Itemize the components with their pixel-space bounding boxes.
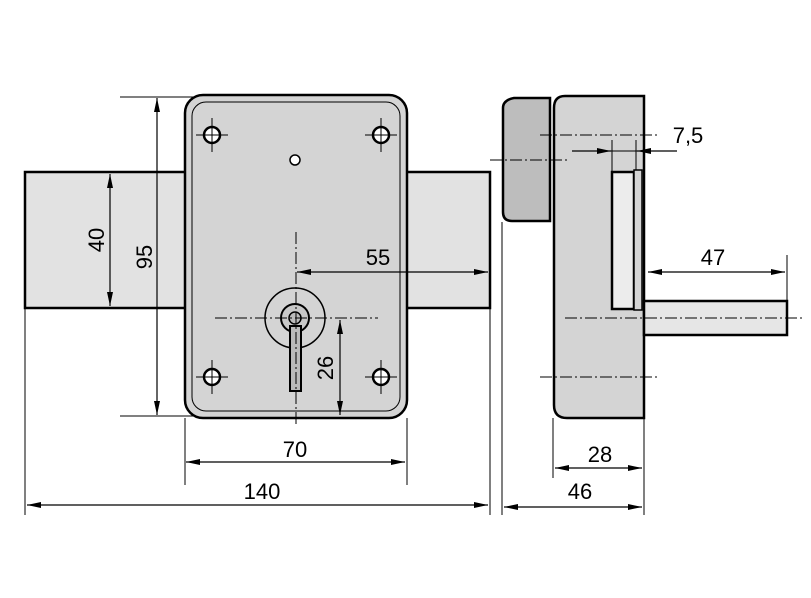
dim-47: 47 <box>701 245 725 270</box>
bolt-side <box>610 170 636 311</box>
dim-140: 140 <box>244 479 281 504</box>
dim-26: 26 <box>313 356 338 380</box>
dim-55: 55 <box>366 245 390 270</box>
dim-40: 40 <box>84 228 109 252</box>
strike-plate <box>633 169 643 311</box>
dim-7-5: 7,5 <box>673 123 704 148</box>
dim-95: 95 <box>132 245 157 269</box>
small-hole <box>289 154 301 166</box>
dim-28: 28 <box>588 442 612 467</box>
dim-46: 46 <box>568 479 592 504</box>
case-inner-outline <box>191 101 401 412</box>
front-view: 95 40 55 26 70 140 <box>23 93 492 515</box>
side-view: 7,5 47 28 46 <box>490 94 803 515</box>
dim-70: 70 <box>283 437 307 462</box>
